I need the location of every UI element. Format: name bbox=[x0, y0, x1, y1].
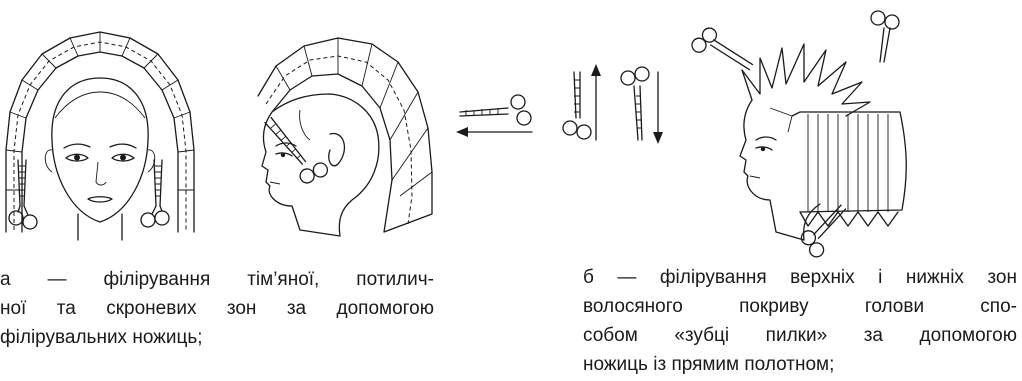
caption-b-line: б — філірування верхніх і нижніх зон bbox=[583, 267, 1017, 288]
straight-scissors-icon bbox=[870, 10, 900, 63]
thinning-scissors-icon bbox=[140, 159, 170, 228]
side-head-illustration bbox=[257, 37, 433, 237]
horizontal-thinning-scissors-icon bbox=[459, 94, 532, 126]
straight-scissors-icon bbox=[691, 27, 754, 71]
caption-b: б — філірування верхніх і нижніх зон вол… bbox=[583, 263, 1017, 379]
figure-illustrations bbox=[5, 10, 907, 258]
straight-scissors-icon bbox=[800, 204, 847, 258]
front-head-illustration bbox=[5, 31, 195, 241]
caption-a-line: філірувальних ножиць; bbox=[0, 327, 203, 348]
vertical-thinning-scissors-icon bbox=[620, 66, 650, 141]
caption-b-line: собом «зубці пилки» за допомогою bbox=[583, 325, 1017, 346]
caption-a: а — філірування тім’яної, потилич- ної т… bbox=[0, 265, 434, 352]
caption-a-line: а — філірування тім’яної, потилич- bbox=[0, 269, 434, 290]
down-arrow-icon bbox=[653, 71, 663, 144]
caption-b-line: волосяного покриву голови спо- bbox=[583, 296, 1017, 317]
left-arrow-icon bbox=[456, 127, 533, 137]
sawtooth-head-illustration bbox=[739, 43, 907, 241]
vertical-thinning-scissors-icon bbox=[562, 71, 592, 140]
scissors-direction-diagram bbox=[456, 64, 663, 144]
caption-a-line: ної та скроневих зон за допомогою bbox=[0, 298, 434, 319]
thinning-scissors-icon bbox=[8, 159, 38, 230]
caption-b-line: ножиць із прямим полотном; bbox=[583, 354, 835, 375]
up-arrow-icon bbox=[591, 64, 601, 141]
thinning-scissors-icon bbox=[264, 116, 329, 184]
